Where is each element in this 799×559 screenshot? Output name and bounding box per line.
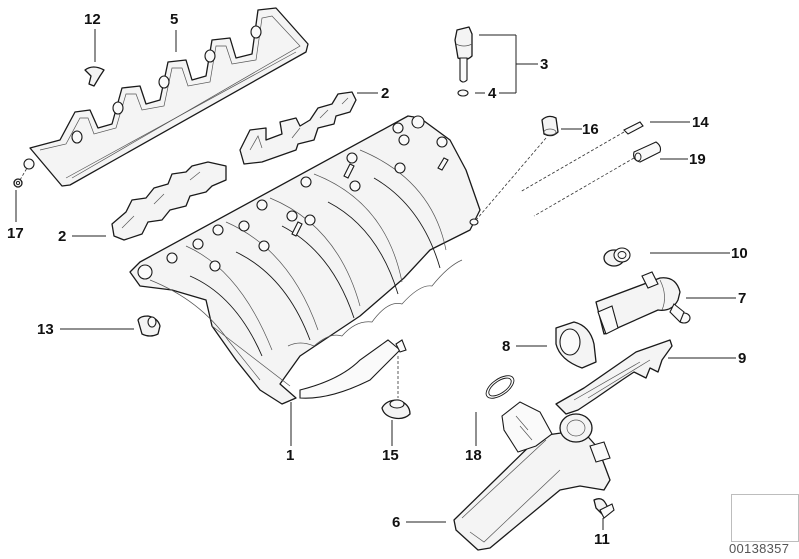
part-8-bracket-ring[interactable] — [555, 321, 597, 369]
callout-13[interactable]: 13 — [37, 321, 54, 338]
part-3-sensor[interactable] — [454, 26, 473, 83]
callout-8[interactable]: 8 — [502, 338, 511, 355]
callout-4[interactable]: 4 — [488, 85, 497, 102]
part-16-cap[interactable] — [541, 115, 559, 137]
dash-line-19 — [533, 157, 635, 217]
callout-10[interactable]: 10 — [731, 245, 748, 262]
callout-15[interactable]: 15 — [382, 447, 399, 464]
callout-12[interactable]: 12 — [84, 11, 101, 28]
callout-7[interactable]: 7 — [738, 290, 747, 307]
part-10-grommet[interactable] — [603, 247, 631, 267]
part-5-wiring-rail[interactable] — [23, 7, 309, 187]
callout-3[interactable]: 3 — [540, 56, 549, 73]
reference-number: 00138357 — [729, 541, 790, 556]
callout-11[interactable]: 11 — [594, 531, 610, 548]
part-13-nut[interactable] — [137, 315, 161, 337]
part-11-screw[interactable] — [593, 498, 615, 519]
callout-2-lower[interactable]: 2 — [58, 228, 67, 245]
part-1-intake-manifold[interactable] — [129, 115, 481, 405]
part-2-gasket-lower[interactable] — [111, 161, 227, 241]
callout-2-upper[interactable]: 2 — [381, 85, 390, 102]
dash-line-14 — [519, 131, 625, 193]
callout-9[interactable]: 9 — [738, 350, 747, 367]
leader-lines — [15, 29, 736, 530]
part-15-nut[interactable] — [381, 399, 411, 420]
part-18-o-ring[interactable] — [482, 371, 517, 402]
part-12-screw[interactable] — [84, 66, 105, 87]
callout-19[interactable]: 19 — [689, 151, 706, 168]
callout-6[interactable]: 6 — [392, 514, 401, 531]
part-7-idle-valve[interactable] — [595, 271, 691, 335]
callout-17[interactable]: 17 — [7, 225, 24, 242]
part-2-gasket-upper[interactable] — [239, 91, 357, 165]
part-19-sleeve[interactable] — [633, 141, 662, 163]
callout-14[interactable]: 14 — [692, 114, 709, 131]
callout-18[interactable]: 18 — [465, 447, 482, 464]
reference-box — [731, 494, 799, 542]
part-4-seal-ring[interactable] — [457, 89, 469, 97]
callout-1[interactable]: 1 — [286, 447, 295, 464]
callout-16[interactable]: 16 — [582, 121, 599, 138]
part-17-nut[interactable] — [13, 167, 28, 188]
part-14-pin[interactable] — [623, 121, 644, 135]
part-9-bracket[interactable] — [555, 339, 673, 415]
part-6-throttle-housing[interactable] — [453, 401, 611, 551]
dash-line-16 — [475, 137, 547, 221]
callout-5[interactable]: 5 — [170, 11, 179, 28]
